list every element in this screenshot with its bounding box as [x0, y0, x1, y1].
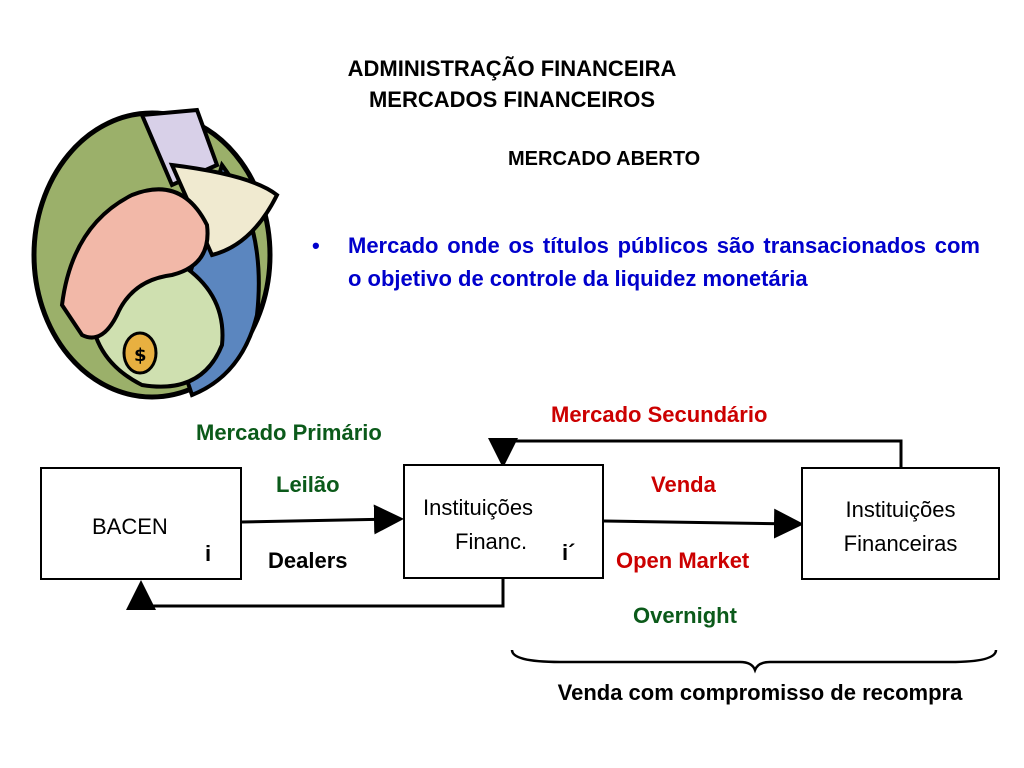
bacen-sub: i: [205, 541, 212, 566]
bullet-marker: •: [312, 233, 320, 258]
compromisso-label: Venda com compromisso de recompra: [557, 680, 963, 705]
arrow-inst1-to-inst2: [603, 508, 804, 539]
inst1-line1: Instituições: [423, 495, 534, 520]
inst1-sub: i´: [562, 540, 576, 565]
svg-text:$: $: [134, 345, 147, 366]
bullet-item: • Mercado onde os títulos públicos são t…: [312, 229, 980, 295]
arrow-bacen-to-inst1: [241, 504, 404, 535]
dealers-label: Dealers: [268, 548, 348, 573]
inst2-box: Instituições Financeiras: [801, 467, 1000, 580]
curly-brace: [510, 649, 998, 674]
open-market-label: Open Market: [616, 548, 750, 573]
bullet-text: Mercado onde os títulos públicos são tra…: [348, 233, 980, 291]
mercado-primario-label: Mercado Primário: [196, 420, 382, 445]
return-arrow-bacen: [126, 579, 505, 610]
inst1-box: Instituições Financ. i´: [403, 464, 604, 579]
leilao-label: Leilão: [276, 472, 340, 497]
inst2-line1: Instituições: [845, 497, 956, 522]
venda-label: Venda: [651, 472, 716, 497]
return-arrow-inst1: [488, 438, 903, 468]
title-line-1: ADMINISTRAÇÃO FINANCEIRA: [347, 56, 677, 81]
section-heading: MERCADO ABERTO: [508, 148, 701, 170]
bacen-box: BACEN i: [40, 467, 242, 580]
overnight-label: Overnight: [633, 603, 737, 628]
mercado-secundario-label: Mercado Secundário: [551, 402, 768, 427]
bacen-label: BACEN: [92, 514, 168, 539]
inst1-line2: Financ.: [455, 529, 528, 554]
title-line-2: MERCADOS FINANCEIROS: [368, 87, 655, 112]
inst2-line2: Financeiras: [843, 531, 958, 556]
hand-money-bag-icon: $: [31, 107, 280, 400]
